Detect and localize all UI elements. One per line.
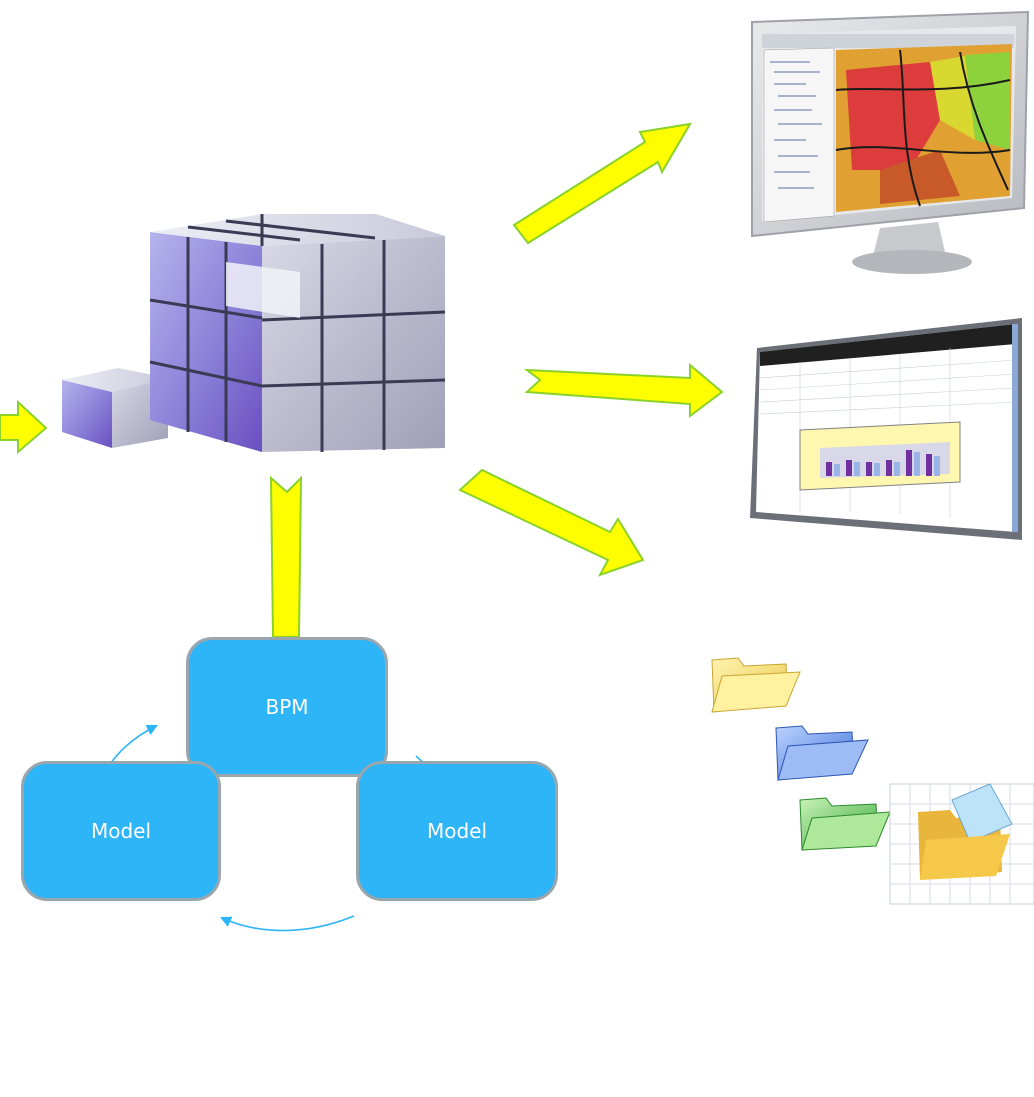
blue-folder-icon <box>775 725 869 781</box>
arrow-into-cube <box>0 399 48 455</box>
green-folder-icon <box>799 797 891 851</box>
bpm-node: BPM <box>186 637 388 777</box>
bpm-label: BPM <box>265 695 309 719</box>
data-cube-icon <box>62 214 446 452</box>
model-left-label: Model <box>90 819 152 843</box>
yellow-folder-icon <box>711 657 801 713</box>
model-right-label: Model <box>426 819 488 843</box>
arrow-to-folders <box>458 468 645 577</box>
arrow-cube-to-bpm <box>269 475 303 638</box>
gis-map-monitor-icon <box>751 10 1030 274</box>
arrow-to-spreadsheet <box>523 362 724 418</box>
model-node-right: Model <box>356 761 558 901</box>
model-node-left: Model <box>21 761 221 901</box>
spreadsheet-chart-icon <box>750 318 1022 540</box>
cycle-arrow-model-right-to-model-left <box>219 915 355 932</box>
open-folder-document-icon <box>889 783 1034 905</box>
arrow-to-map-monitor <box>512 122 692 245</box>
